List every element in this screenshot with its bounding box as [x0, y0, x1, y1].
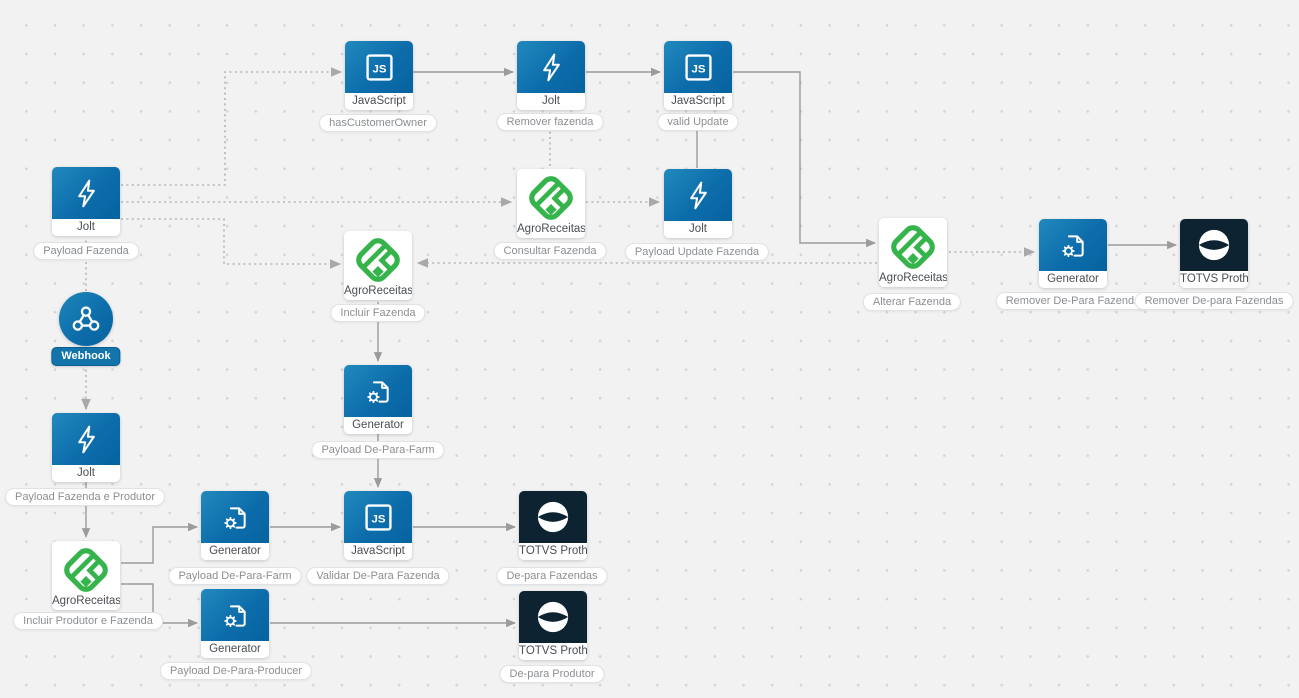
node-js-validar-de-para-fazenda[interactable]: JavaScript: [344, 491, 412, 560]
node-badge: Payload De-Para-Farm: [168, 567, 302, 585]
edge-incluir-produtor-to-generator-farm2: [121, 522, 199, 564]
node-badge: Incluir Fazenda: [330, 304, 426, 322]
node-label: AgroReceitas: [52, 593, 120, 610]
agroreceitas-icon: [879, 218, 947, 270]
node-badge: De-para Fazendas: [496, 567, 608, 585]
node-badge: Remover fazenda: [496, 113, 604, 131]
node-badge: Alterar Fazenda: [862, 293, 962, 311]
node-badge: Payload De-Para-Farm: [311, 441, 445, 459]
javascript-icon: [345, 41, 413, 93]
node-label: Generator: [1039, 271, 1107, 288]
node-badge: Payload Update Fazenda: [624, 243, 770, 261]
node-label: Jolt: [52, 465, 120, 482]
edge-payload-fazenda-to-incluir-fazenda: [121, 218, 342, 269]
generator-icon: [344, 365, 412, 417]
edge-payload-fazenda-to-hascustomerowner: [121, 67, 343, 186]
node-label: TOTVS Proth...: [519, 643, 587, 660]
node-agro-consultar-fazenda[interactable]: AgroReceitas: [517, 169, 585, 238]
node-badge: Incluir Produtor e Fazenda: [13, 612, 163, 630]
node-badge: Consultar Fazenda: [493, 242, 607, 260]
edge-incluir-produtor-to-generator-producer: [121, 583, 199, 628]
node-label: AgroReceitas: [344, 283, 412, 300]
javascript-icon: [664, 41, 732, 93]
node-badge: Remover De-para Fazendas: [1134, 292, 1294, 310]
node-totvs-remover-de-para-fazendas[interactable]: TOTVS Proth...: [1180, 219, 1248, 288]
agroreceitas-icon: [52, 541, 120, 593]
jolt-icon: [664, 169, 732, 221]
node-label: JavaScript: [345, 93, 413, 110]
generator-icon: [201, 589, 269, 641]
node-agro-incluir-produtor-e-fazenda[interactable]: AgroReceitas: [52, 541, 120, 610]
node-label: JavaScript: [664, 93, 732, 110]
node-badge: Payload Fazenda e Produtor: [4, 488, 166, 506]
generator-icon: [1039, 219, 1107, 271]
webhook-icon: [68, 301, 104, 337]
node-badge: De-para Produtor: [499, 665, 605, 683]
node-label: JavaScript: [344, 543, 412, 560]
node-label: AgroReceitas: [517, 221, 585, 238]
node-badge: valid Update: [657, 113, 739, 131]
node-label: Jolt: [52, 219, 120, 236]
node-jolt-payload-update-fazenda[interactable]: Jolt: [664, 169, 732, 238]
node-badge: Validar De-Para Fazenda: [306, 567, 450, 585]
totvs-protheus-icon: [519, 491, 587, 543]
agroreceitas-icon: [517, 169, 585, 221]
node-label: TOTVS Proth...: [1180, 271, 1248, 288]
node-label: Jolt: [517, 93, 585, 110]
node-totvs-de-para-fazendas[interactable]: TOTVS Proth...: [519, 491, 587, 560]
node-js-valid-update[interactable]: JavaScript: [664, 41, 732, 110]
totvs-protheus-icon: [1180, 219, 1248, 271]
node-label: TOTVS Proth...: [519, 543, 587, 560]
node-label: AgroReceitas: [879, 270, 947, 287]
jolt-icon: [52, 413, 120, 465]
javascript-icon: [344, 491, 412, 543]
node-label: Generator: [344, 417, 412, 434]
node-badge: Remover De-Para Fazenda: [995, 292, 1151, 310]
totvs-protheus-icon: [519, 591, 587, 643]
node-generator-payload-de-para-producer[interactable]: Generator: [201, 589, 269, 658]
node-totvs-de-para-produtor[interactable]: TOTVS Proth...: [519, 591, 587, 660]
node-label: Generator: [201, 641, 269, 658]
generator-icon: [201, 491, 269, 543]
node-jolt-remover-fazenda[interactable]: Jolt: [517, 41, 585, 110]
node-js-hascustomerowner[interactable]: JavaScript: [345, 41, 413, 110]
node-jolt-payload-fazenda[interactable]: Jolt: [52, 167, 120, 236]
node-jolt-payload-fazenda-e-produtor[interactable]: Jolt: [52, 413, 120, 482]
node-generator-payload-de-para-farm-1[interactable]: Generator: [344, 365, 412, 434]
node-webhook[interactable]: [59, 292, 113, 346]
agroreceitas-icon: [344, 231, 412, 283]
node-agro-incluir-fazenda[interactable]: AgroReceitas: [344, 231, 412, 300]
node-badge: hasCustomerOwner: [319, 114, 437, 132]
webhook-badge: Webhook: [51, 347, 121, 366]
node-generator-remover-de-para-fazenda[interactable]: Generator: [1039, 219, 1107, 288]
node-badge: Payload De-Para-Producer: [159, 662, 313, 680]
jolt-icon: [517, 41, 585, 93]
node-generator-payload-de-para-farm-2[interactable]: Generator: [201, 491, 269, 560]
node-label: Jolt: [664, 221, 732, 238]
jolt-icon: [52, 167, 120, 219]
node-agro-alterar-fazenda[interactable]: AgroReceitas: [879, 218, 947, 287]
node-badge: Payload Fazenda: [33, 242, 139, 260]
edge-valid-update-to-alterar-fazenda: [733, 71, 877, 248]
node-label: Generator: [201, 543, 269, 560]
